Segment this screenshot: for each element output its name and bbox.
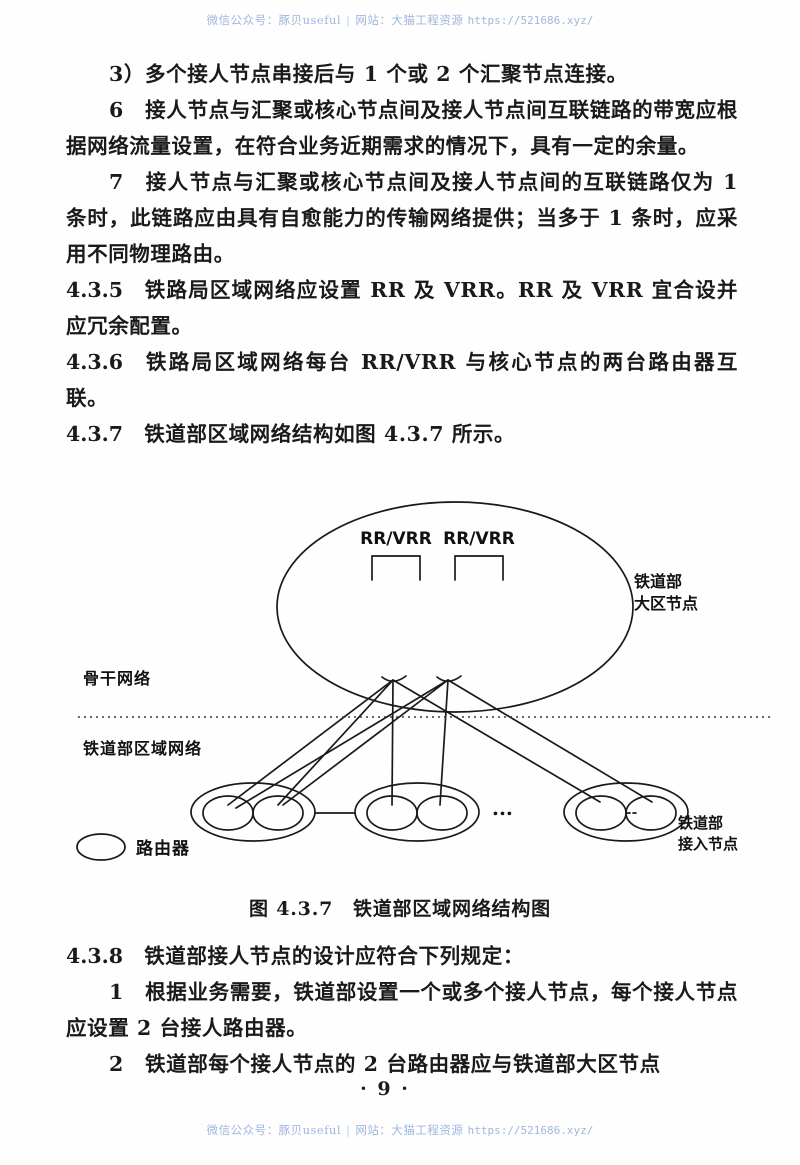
paragraph-item-6: 6 接人节点与汇聚或核心节点间及接人节点间互联链路的带宽应根据网络流量设置，在符… (66, 92, 738, 164)
paragraph-text: 铁道部区域网络结构如图 4.3.7 所示。 (144, 422, 516, 446)
paragraph-text: 铁路局区域网络应设置 RR 及 VRR。RR 及 VRR 宜合设并应冗余配置。 (66, 278, 738, 338)
label-backbone-network: 骨干网络 (83, 669, 151, 688)
paragraph-clause-4-3-6: 4.3.6 铁路局区域网络每台 RR/VRR 与核心节点的两台路由器互联。 (66, 344, 738, 416)
paragraph-clause-4-3-8: 4.3.8 铁道部接人节点的设计应符合下列规定： (66, 938, 738, 974)
link-right-apex-to-group1-r1 (235, 679, 449, 809)
list-marker-6: 6 (109, 98, 124, 122)
body-text-top: 3）多个接人节点串接后与 1 个或 2 个汇聚节点连接。 6 接人节点与汇聚或核… (66, 56, 738, 452)
clause-marker-4-3-5: 4.3.5 (66, 278, 124, 302)
figure-caption-number: 图 4.3.7 (249, 898, 334, 920)
figure-caption-title: 铁道部区域网络结构图 (352, 898, 551, 920)
paragraph-item-3: 3）多个接人节点串接后与 1 个或 2 个汇聚节点连接。 (66, 56, 738, 92)
label-access-node-line2: 接入节点 (678, 835, 738, 853)
clause-marker-4-3-6: 4.3.6 (66, 350, 124, 374)
rr-vrr-bracket-right (454, 555, 504, 581)
label-regional-node-line1: 铁道部 (634, 572, 682, 591)
router-g1-left (202, 795, 254, 831)
paragraph-text: 铁路局区域网络每台 RR/VRR 与核心节点的两台路由器互联。 (66, 350, 738, 410)
apex-tick-left (381, 675, 407, 683)
access-node-group-1 (190, 782, 316, 842)
watermark-site-name: 大猫工程资源 (391, 1123, 464, 1137)
watermark-url: https://521686.xyz/ (467, 1124, 594, 1137)
watermark-account: 豚贝useful (278, 1123, 342, 1137)
paragraph-item-7: 7 接人节点与汇聚或核心节点间及接人节点间的互联链路仅为 1 条时，此链路应由具… (66, 164, 738, 272)
watermark-top: 微信公众号：豚贝useful | 网站：大猫工程资源 https://521686.… (0, 12, 800, 28)
link-left-apex-to-group1-r2 (277, 679, 394, 806)
label-rr-vrr-right: RR/VRR (443, 529, 515, 549)
watermark-site-label: 网站： (355, 1123, 392, 1137)
paragraph-text: 接人节点与汇聚或核心节点间及接人节点间互联链路的带宽应根据网络流量设置，在符合业… (66, 98, 738, 158)
link-right-apex-to-group2-r2 (439, 679, 449, 806)
watermark-prefix: 微信公众号： (206, 13, 279, 27)
label-ministry-regional-network: 铁道部区域网络 (83, 739, 202, 758)
watermark-prefix: 微信公众号： (206, 1123, 279, 1137)
router-ellipse-icon (76, 833, 126, 861)
watermark-separator: | (346, 13, 351, 27)
list-marker-2: 2 (109, 1052, 124, 1076)
access-node-group-2 (354, 782, 480, 842)
label-regional-node-line2: 大区节点 (634, 594, 698, 613)
watermark-site-label: 网站： (355, 13, 392, 27)
page-number: · 9 · (360, 1078, 410, 1100)
label-access-node-line1: 铁道部 (678, 814, 723, 832)
watermark-url: https://521686.xyz/ (467, 14, 594, 27)
body-text-bottom: 4.3.8 铁道部接人节点的设计应符合下列规定： 1 根据业务需要，铁道部设置一… (66, 938, 738, 1082)
watermark-account: 豚贝useful (278, 13, 342, 27)
list-marker-1: 1 (109, 980, 124, 1004)
list-marker-7: 7 (109, 170, 124, 194)
paragraph-item-1: 1 根据业务需要，铁道部设置一个或多个接人节点，每个接人节点应设置 2 台接人路… (66, 974, 738, 1046)
label-ellipsis: ... (492, 796, 513, 820)
network-diagram: RR/VRR RR/VRR 铁道部 大区节点 骨干网络 铁道部区域网络 ... … (0, 492, 800, 892)
link-right-apex-to-group3-r2 (447, 679, 653, 803)
link-left-apex-to-group2-r1 (391, 679, 394, 806)
regional-node-ellipse (276, 501, 634, 713)
watermark-bottom: 微信公众号：豚贝useful | 网站：大猫工程资源 https://521686.… (0, 1122, 800, 1138)
router-g3-left (575, 795, 627, 831)
paragraph-text: 铁道部每个接人节点的 2 台路由器应与铁道部大区节点 (145, 1052, 661, 1076)
paragraph-text: 根据业务需要，铁道部设置一个或多个接人节点，每个接人节点应设置 2 台接人路由器… (66, 980, 738, 1040)
legend-label-router: 路由器 (136, 838, 190, 859)
paragraph-text: 3）多个接人节点串接后与 1 个或 2 个汇聚节点连接。 (109, 62, 628, 86)
clause-marker-4-3-8: 4.3.8 (66, 944, 124, 968)
rr-vrr-bracket-left (371, 555, 421, 581)
watermark-separator: | (346, 1123, 351, 1137)
label-rr-vrr-left: RR/VRR (360, 529, 432, 549)
router-g2-right (416, 795, 468, 831)
router-g1-right (252, 795, 304, 831)
paragraph-text: 接人节点与汇聚或核心节点间及接人节点间的互联链路仅为 1 条时，此链路应由具有自… (66, 170, 738, 266)
figure-caption: 图 4.3.7 铁道部区域网络结构图 (0, 894, 800, 921)
clause-marker-4-3-7: 4.3.7 (66, 422, 124, 446)
watermark-site-name: 大猫工程资源 (391, 13, 464, 27)
access-node-group-3 (563, 782, 689, 842)
apex-tick-right (436, 675, 462, 683)
paragraph-clause-4-3-5: 4.3.5 铁路局区域网络应设置 RR 及 VRR。RR 及 VRR 宜合设并应… (66, 272, 738, 344)
paragraph-text: 铁道部接人节点的设计应符合下列规定： (144, 944, 524, 968)
link-left-apex-to-group3-r1 (392, 679, 601, 803)
link-right-apex-to-group1-r2 (282, 679, 449, 806)
paragraph-item-2: 2 铁道部每个接人节点的 2 台路由器应与铁道部大区节点 (66, 1046, 738, 1082)
paragraph-clause-4-3-7: 4.3.7 铁道部区域网络结构如图 4.3.7 所示。 (66, 416, 738, 452)
link-left-apex-to-group1-r1 (227, 679, 394, 806)
